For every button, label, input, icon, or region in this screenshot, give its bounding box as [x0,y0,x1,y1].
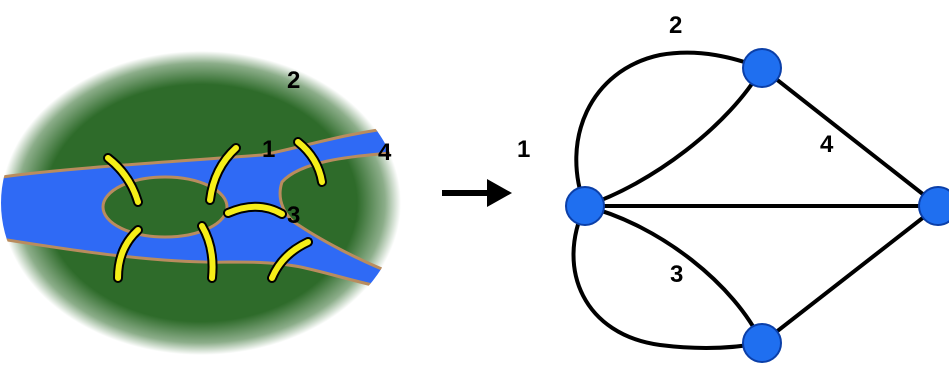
map-label-2: 2 [287,67,300,94]
graph-edge [574,206,762,348]
map-label-3: 3 [287,202,300,229]
right-arrow-icon [442,179,512,207]
graph-node [919,187,949,225]
graph: 1 2 3 4 [517,12,949,362]
graph-label-2: 2 [669,12,682,39]
graph-node [743,49,781,87]
graph-edge [585,68,762,206]
map-label-4: 4 [378,139,392,166]
graph-node [743,324,781,362]
konigsberg-map: 1 2 3 4 [0,51,405,355]
graph-edges [574,53,938,348]
graph-edge [762,206,938,343]
graph-edge [762,68,938,206]
graph-node [566,187,604,225]
graph-label-1: 1 [517,136,530,163]
map-label-1: 1 [262,136,275,163]
graph-label-3: 3 [670,261,683,288]
graph-label-4: 4 [820,131,834,158]
graph-edge [576,53,762,206]
